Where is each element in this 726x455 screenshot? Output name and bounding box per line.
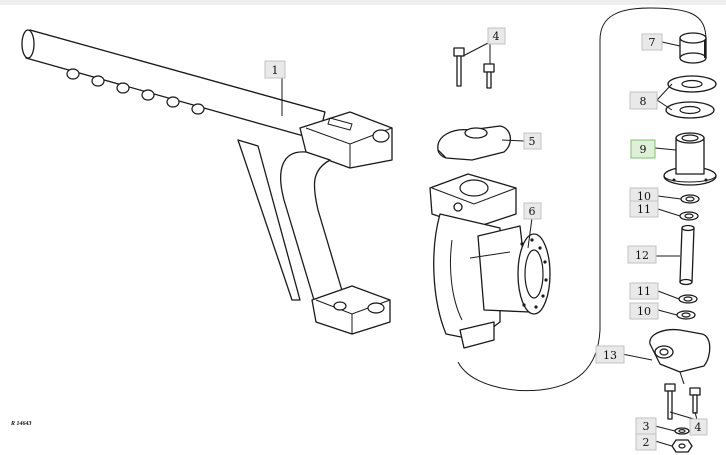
callout-11-upper-label: 11 <box>637 203 651 216</box>
callout-4-bottom-label: 4 <box>695 421 702 434</box>
callout-11-upper: 11 <box>629 200 659 218</box>
callout-10-upper: 10 <box>629 187 659 205</box>
callout-12-label: 12 <box>635 249 649 262</box>
callout-10-lower: 10 <box>629 302 659 320</box>
beam-hole <box>166 96 180 108</box>
callout-6-label: 6 <box>529 205 536 218</box>
top-edge-strip <box>0 0 726 5</box>
bushing-part <box>679 32 707 64</box>
seal-rings-part <box>676 194 700 320</box>
callout-9-label: 9 <box>640 143 647 156</box>
callout-10-upper-label: 10 <box>637 190 651 203</box>
callout-4-top-label: 4 <box>493 30 500 43</box>
callout-11-lower-label: 11 <box>637 285 651 298</box>
drawing-reference-code: R 14643 <box>10 421 32 427</box>
steering-cap-part <box>437 125 511 161</box>
callouts: 1 2 3 4 4 5 6 <box>264 27 708 451</box>
callout-10-lower-label: 10 <box>637 305 651 318</box>
mounting-bolts-bottom <box>664 383 701 420</box>
beam-hole <box>91 75 105 87</box>
lock-washer-part <box>674 427 690 435</box>
callout-1: 1 <box>264 60 286 79</box>
callout-9: 9 <box>630 139 656 159</box>
beam-hole <box>141 89 155 101</box>
callout-13-label: 13 <box>603 349 617 362</box>
callout-4-bottom: 4 <box>689 418 708 436</box>
callout-11-lower: 11 <box>629 282 659 300</box>
shim-washers-part <box>665 75 717 119</box>
callout-8-label: 8 <box>640 95 647 108</box>
king-pin-part <box>679 224 695 286</box>
callout-5-label: 5 <box>529 135 536 148</box>
callout-4-top: 4 <box>487 27 506 45</box>
callout-5: 5 <box>523 132 542 150</box>
hex-nut-part <box>671 439 693 453</box>
mounting-bolts-top <box>453 47 495 89</box>
axle-beam-part <box>21 29 393 335</box>
callout-6: 6 <box>523 202 542 220</box>
callout-2-label: 2 <box>643 436 650 449</box>
callout-7-label: 7 <box>649 36 656 49</box>
beam-hole <box>116 82 130 94</box>
callout-13: 13 <box>595 345 625 364</box>
callout-8: 8 <box>629 91 658 110</box>
callout-12: 12 <box>627 245 657 264</box>
callout-7: 7 <box>641 33 663 51</box>
lower-cap-part <box>649 328 711 385</box>
callout-1-label: 1 <box>272 64 279 77</box>
housing-column-outline <box>457 7 707 392</box>
flanged-bushing-part <box>663 132 717 186</box>
callout-3-label: 3 <box>643 420 650 433</box>
beam-hole <box>66 68 80 80</box>
knuckle-housing-part <box>429 173 551 349</box>
callout-2: 2 <box>635 433 657 451</box>
beam-hole <box>191 103 205 115</box>
callout-3: 3 <box>635 417 657 435</box>
